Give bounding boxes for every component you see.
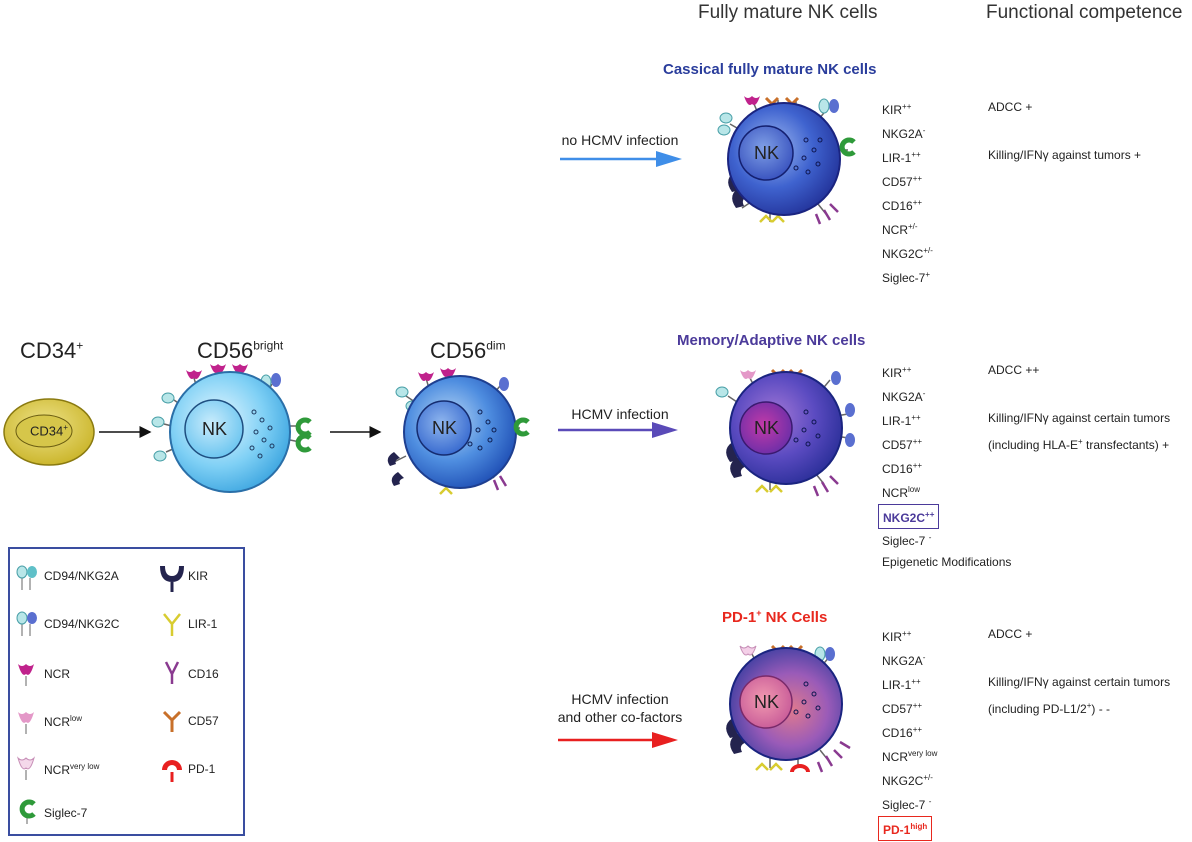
cd94-nkg2a-icon <box>16 565 37 590</box>
kir-icon <box>160 566 184 592</box>
marker-cd57: CD57++ <box>882 701 923 716</box>
stage-label-cd56-bright: CD56bright <box>197 338 284 363</box>
arrow-hcmv-cofactors <box>558 732 678 748</box>
ncr-very-low-icon <box>16 756 36 780</box>
marker-ncr: NCRlow <box>882 485 921 500</box>
memory-nk-cell <box>715 368 855 497</box>
nk-label-dim: NK <box>432 418 458 438</box>
function-pd1-including: (including PD-L1/2+) - - <box>988 701 1111 716</box>
function-pd1-killing: Killing/IFNγ against certain tumors <box>988 675 1171 689</box>
marker-nkg2a: NKG2A- <box>882 653 926 668</box>
pd1-nk-cell <box>726 644 851 773</box>
lir1-icon <box>163 613 181 636</box>
cd34-cell-label: CD34+ <box>30 423 68 439</box>
nk-label-memory: NK <box>754 418 780 438</box>
marker-siglec7: Siglec-7 - <box>882 797 932 812</box>
markers-pd1: KIR++ NKG2A- LIR-1++ CD57++ CD16++ NCRve… <box>878 622 938 841</box>
marker-nkg2a: NKG2A- <box>882 126 926 141</box>
legend-label-kir: KIR <box>188 569 209 583</box>
legend-label-ncr-very-low: NCRvery low <box>44 762 100 777</box>
marker-kir: KIR++ <box>882 365 912 380</box>
classical-nk-cell <box>717 96 856 225</box>
marker-lir1: LIR-1++ <box>882 413 921 428</box>
cd16-icon <box>164 661 180 684</box>
siglec7-icon <box>19 799 36 824</box>
marker-cd57: CD57++ <box>882 174 923 189</box>
legend-label-ncr: NCR <box>44 667 70 681</box>
legend-label-ncr-low: NCRlow <box>44 714 83 729</box>
legend-label-cd94-nkg2c: CD94/NKG2C <box>44 617 120 631</box>
marker-cd16: CD16++ <box>882 461 923 476</box>
header-functional-competence: Functional competence <box>986 2 1183 23</box>
function-classical-adcc: ADCC + <box>988 100 1033 114</box>
legend-label-siglec7: Siglec-7 <box>44 806 88 820</box>
marker-nkg2c: NKG2C+/- <box>882 246 933 261</box>
function-classical-killing: Killing/IFNγ against tumors + <box>988 148 1142 162</box>
marker-kir: KIR++ <box>882 102 912 117</box>
marker-lir1: LIR-1++ <box>882 150 921 165</box>
marker-lir1: LIR-1++ <box>882 677 921 692</box>
marker-pd1-highlight: PD-1high <box>878 814 937 841</box>
marker-cd16: CD16++ <box>882 198 923 213</box>
ncr-icon <box>18 664 34 686</box>
nk-label-classical: NK <box>754 143 780 163</box>
markers-memory: KIR++ NKG2A- LIR-1++ CD57++ CD16++ NCRlo… <box>878 358 1012 574</box>
marker-epigenetic: Epigenetic Modifications <box>882 555 1012 569</box>
markers-classical: KIR++ NKG2A- LIR-1++ CD57++ CD16++ NCR+/… <box>882 95 933 287</box>
marker-nkg2c-highlight: NKG2C++ <box>878 502 1011 529</box>
function-memory-killing: Killing/IFNγ against certain tumors <box>988 411 1171 425</box>
legend-label-cd57: CD57 <box>188 714 219 728</box>
arrow-label-no-hcmv: no HCMV infection <box>561 132 679 148</box>
arrow-hcmv <box>558 422 678 438</box>
arrow-label-hcmv: HCMV infection <box>571 406 669 422</box>
arrow-no-hcmv <box>560 151 682 167</box>
pd1-icon <box>162 760 182 782</box>
marker-cd57: CD57++ <box>882 437 923 452</box>
function-memory-including: (including HLA-E+ transfectants) + <box>988 437 1170 452</box>
legend-icons <box>16 565 184 824</box>
title-memory: Memory/Adaptive NK cells <box>677 332 866 349</box>
function-memory-adcc: ADCC ++ <box>988 363 1040 377</box>
title-classical: Cassical fully mature NK cells <box>663 61 877 78</box>
legend-label-cd16: CD16 <box>188 667 219 681</box>
header-fully-mature: Fully mature NK cells <box>698 2 878 23</box>
ncr-low-icon <box>18 712 34 734</box>
marker-nkg2a: NKG2A- <box>882 389 926 404</box>
marker-nkg2c: NKG2C+/- <box>882 773 933 788</box>
title-pd1: PD-1+ NK Cells <box>722 608 828 626</box>
legend-label-cd94-nkg2a: CD94/NKG2A <box>44 569 119 583</box>
function-pd1-adcc: ADCC + <box>988 627 1033 641</box>
legend-label-lir1: LIR-1 <box>188 617 218 631</box>
marker-ncr: NCR+/- <box>882 222 918 237</box>
nk-label-bright: NK <box>202 419 228 439</box>
marker-siglec7: Siglec-7 - <box>882 533 932 548</box>
nk-label-pd1: NK <box>754 692 780 712</box>
marker-cd16: CD16++ <box>882 725 923 740</box>
cd94-nkg2c-icon <box>16 611 37 636</box>
cd56-bright-cell <box>151 364 312 493</box>
marker-siglec7: Siglec-7+ <box>882 270 931 285</box>
cd34-cell <box>3 398 95 466</box>
stage-label-cd56-dim: CD56dim <box>430 338 506 363</box>
marker-kir: KIR++ <box>882 629 912 644</box>
legend-label-pd1: PD-1 <box>188 762 216 776</box>
legend-box <box>8 547 245 836</box>
cd56-dim-cell <box>387 368 530 495</box>
stage-label-cd34: CD34+ <box>20 338 84 363</box>
marker-ncr: NCRvery low <box>882 749 938 764</box>
cd57-icon <box>162 710 182 732</box>
